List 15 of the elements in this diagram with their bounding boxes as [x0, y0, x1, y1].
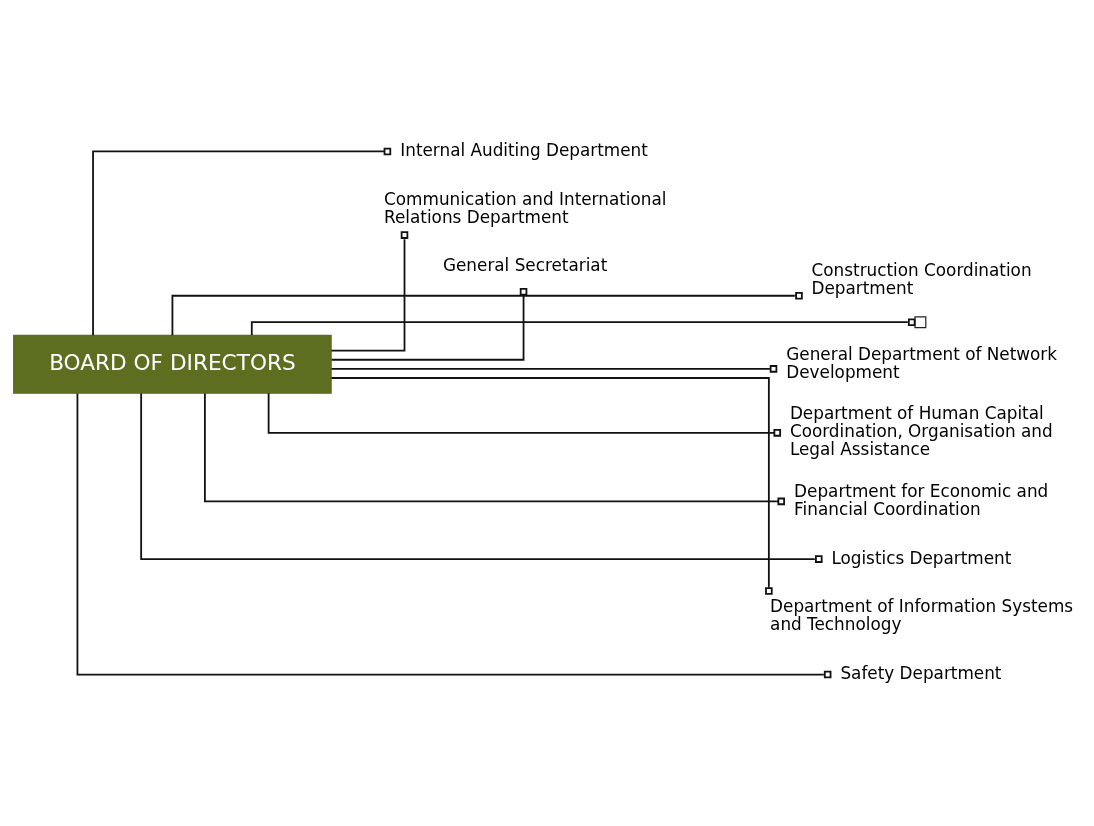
node-text: Internal Auditing Department	[400, 139, 648, 160]
node-text: General Department of Network Development	[786, 343, 1057, 382]
node-text: Department for Economic and Financial Coordination	[794, 480, 1049, 519]
connector	[140, 392, 823, 563]
node-text: Logistics Department	[831, 547, 1012, 568]
node-box	[914, 316, 927, 329]
connector	[330, 365, 778, 373]
node-box: BOARD OF DIRECTORS	[13, 334, 332, 394]
connector	[250, 318, 916, 336]
node-text: General Secretariat	[442, 255, 608, 276]
node-text: Safety Department	[840, 662, 1002, 683]
node-text: Department of Information Systems and Technology	[770, 596, 1074, 635]
node-text: Department of Human Capital Coordination, Organisation and Legal Assistance	[789, 403, 1053, 460]
node-text: Construction Coordination Department	[811, 259, 1032, 298]
node-text: Communication and International Relations Department	[384, 188, 667, 227]
